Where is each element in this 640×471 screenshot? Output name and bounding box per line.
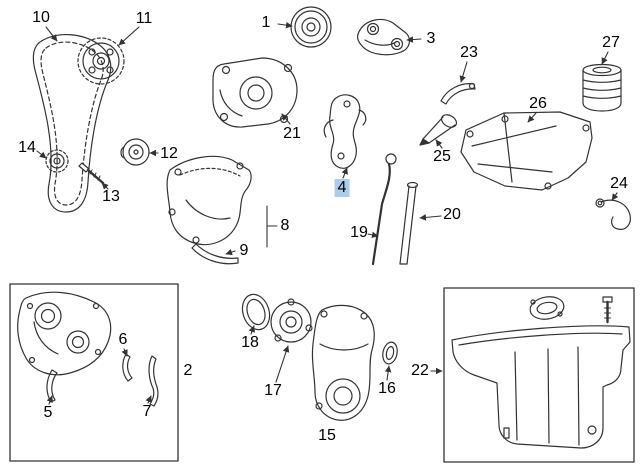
part-callout-10[interactable]: 10 (32, 9, 50, 26)
gasket-strip-drawing (191, 243, 239, 265)
part-callout-22[interactable]: 22 (411, 362, 429, 379)
part-callout-23[interactable]: 23 (460, 44, 478, 61)
oil-filter-drawing (582, 63, 622, 112)
tensioner-drawing (357, 18, 411, 56)
part-callout-13[interactable]: 13 (102, 188, 120, 205)
drain-bolt-drawing (602, 296, 613, 324)
pulley-drawing (290, 6, 332, 48)
seal-oval-drawing (382, 341, 398, 365)
seal-strip-7-drawing (148, 355, 159, 407)
chain-guide-drawing (323, 94, 367, 169)
part-callout-5[interactable]: 5 (43, 404, 53, 421)
group-22-box (443, 287, 635, 463)
part-callout-11[interactable]: 11 (135, 10, 153, 27)
part-callout-15[interactable]: 15 (318, 427, 336, 444)
part-callout-4-selected[interactable]: 4 (334, 179, 350, 197)
side-cover-drawing (460, 111, 593, 191)
part-callout-1[interactable]: 1 (261, 14, 271, 31)
seal-strip-5-drawing (46, 369, 58, 403)
pan-seal-drawing (529, 296, 565, 320)
cam-sprocket-drawing (77, 37, 125, 85)
hook-pipe-drawing (595, 198, 631, 230)
seal-strip-6-drawing (122, 353, 133, 382)
crank-sprocket-drawing (45, 149, 69, 173)
part-callout-18[interactable]: 18 (241, 334, 259, 351)
part-callout-3[interactable]: 3 (426, 30, 436, 47)
bolt-drawing (78, 162, 105, 185)
part-callout-24[interactable]: 24 (610, 175, 628, 192)
bracket-drawing (440, 82, 476, 105)
timing-cover-drawing (17, 291, 112, 376)
part-callout-26[interactable]: 26 (529, 95, 547, 112)
part-callout-2[interactable]: 2 (183, 362, 193, 379)
dipstick-tube-drawing (399, 181, 419, 265)
oil-pump-drawing (212, 57, 298, 128)
part-callout-25[interactable]: 25 (433, 148, 451, 165)
part-callout-12[interactable]: 12 (160, 145, 178, 162)
oring-drawing (241, 293, 271, 331)
leader-lines (36, 21, 619, 405)
oil-pan-drawing (451, 325, 631, 449)
water-pump-drawing (270, 298, 313, 343)
part-callout-16[interactable]: 16 (378, 380, 396, 397)
part-callout-8[interactable]: 8 (280, 217, 290, 234)
group-2-box (9, 283, 179, 462)
part-callout-27[interactable]: 27 (602, 34, 620, 51)
part-callout-19[interactable]: 19 (350, 224, 368, 241)
part-callout-14[interactable]: 14 (18, 139, 36, 156)
dipstick-drawing (371, 153, 397, 266)
part-callout-20[interactable]: 20 (443, 206, 461, 223)
joint-drawing (419, 114, 458, 146)
flange-drawing (120, 138, 150, 166)
back-cover-plate-drawing (166, 155, 252, 246)
part-callout-17[interactable]: 17 (264, 382, 282, 399)
part-callout-7[interactable]: 7 (142, 403, 152, 420)
chain-case-drawing (311, 304, 375, 421)
timing-chain-drawing (32, 34, 112, 213)
part-callout-21[interactable]: 21 (283, 125, 301, 142)
part-callout-6[interactable]: 6 (118, 331, 128, 348)
part-callout-9[interactable]: 9 (239, 242, 249, 259)
